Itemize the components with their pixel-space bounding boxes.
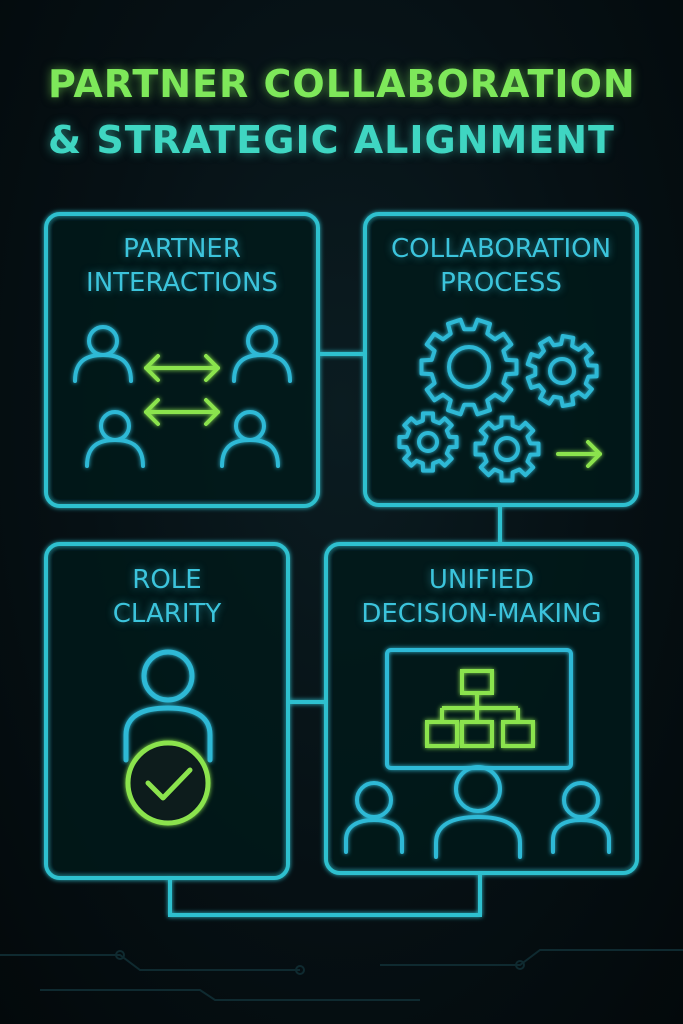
- panel-title-line: INTERACTIONS: [86, 268, 278, 298]
- panel-title-line: PROCESS: [440, 268, 562, 298]
- panel-title-line: CLARITY: [112, 599, 222, 629]
- connector-lines: [168, 352, 502, 917]
- check-circle-icon: [125, 740, 211, 826]
- org-chart-icon: [425, 669, 535, 748]
- panel-title-line: PARTNER: [123, 234, 241, 264]
- panel-title-role-clarity: ROLE CLARITY: [46, 563, 288, 631]
- double-arrow-icon: [144, 354, 220, 382]
- panel-role-clarity: [44, 542, 290, 880]
- double-arrow-icon: [144, 398, 220, 426]
- person-icon: [551, 781, 611, 854]
- gear-icon: [525, 334, 599, 408]
- page-title-line-2: & STRATEGIC ALIGNMENT: [48, 118, 615, 162]
- panel-title-unified-decision-making: UNIFIED DECISION-MAKING: [326, 563, 637, 631]
- panel-title-collaboration-process: COLLABORATION PROCESS: [365, 232, 637, 300]
- person-icon: [344, 781, 404, 854]
- panel-partner-interactions: [44, 212, 320, 508]
- panel-title-line: DECISION-MAKING: [361, 599, 602, 629]
- gear-icon: [397, 411, 459, 473]
- panel-title-partner-interactions: PARTNER INTERACTIONS: [46, 232, 318, 300]
- panel-title-line: ROLE: [132, 565, 202, 595]
- page-title-line-1: PARTNER COLLABORATION: [48, 62, 636, 106]
- gear-icon: [419, 317, 519, 417]
- gear-icon: [473, 415, 541, 483]
- connector-bottom: [168, 873, 482, 917]
- circuit-decoration: [0, 949, 683, 1001]
- person-icon: [123, 649, 213, 763]
- arrow-right-icon: [556, 440, 602, 468]
- panel-title-line: COLLABORATION: [390, 234, 612, 264]
- panel-title-line: UNIFIED: [428, 565, 535, 595]
- person-icon: [434, 765, 522, 859]
